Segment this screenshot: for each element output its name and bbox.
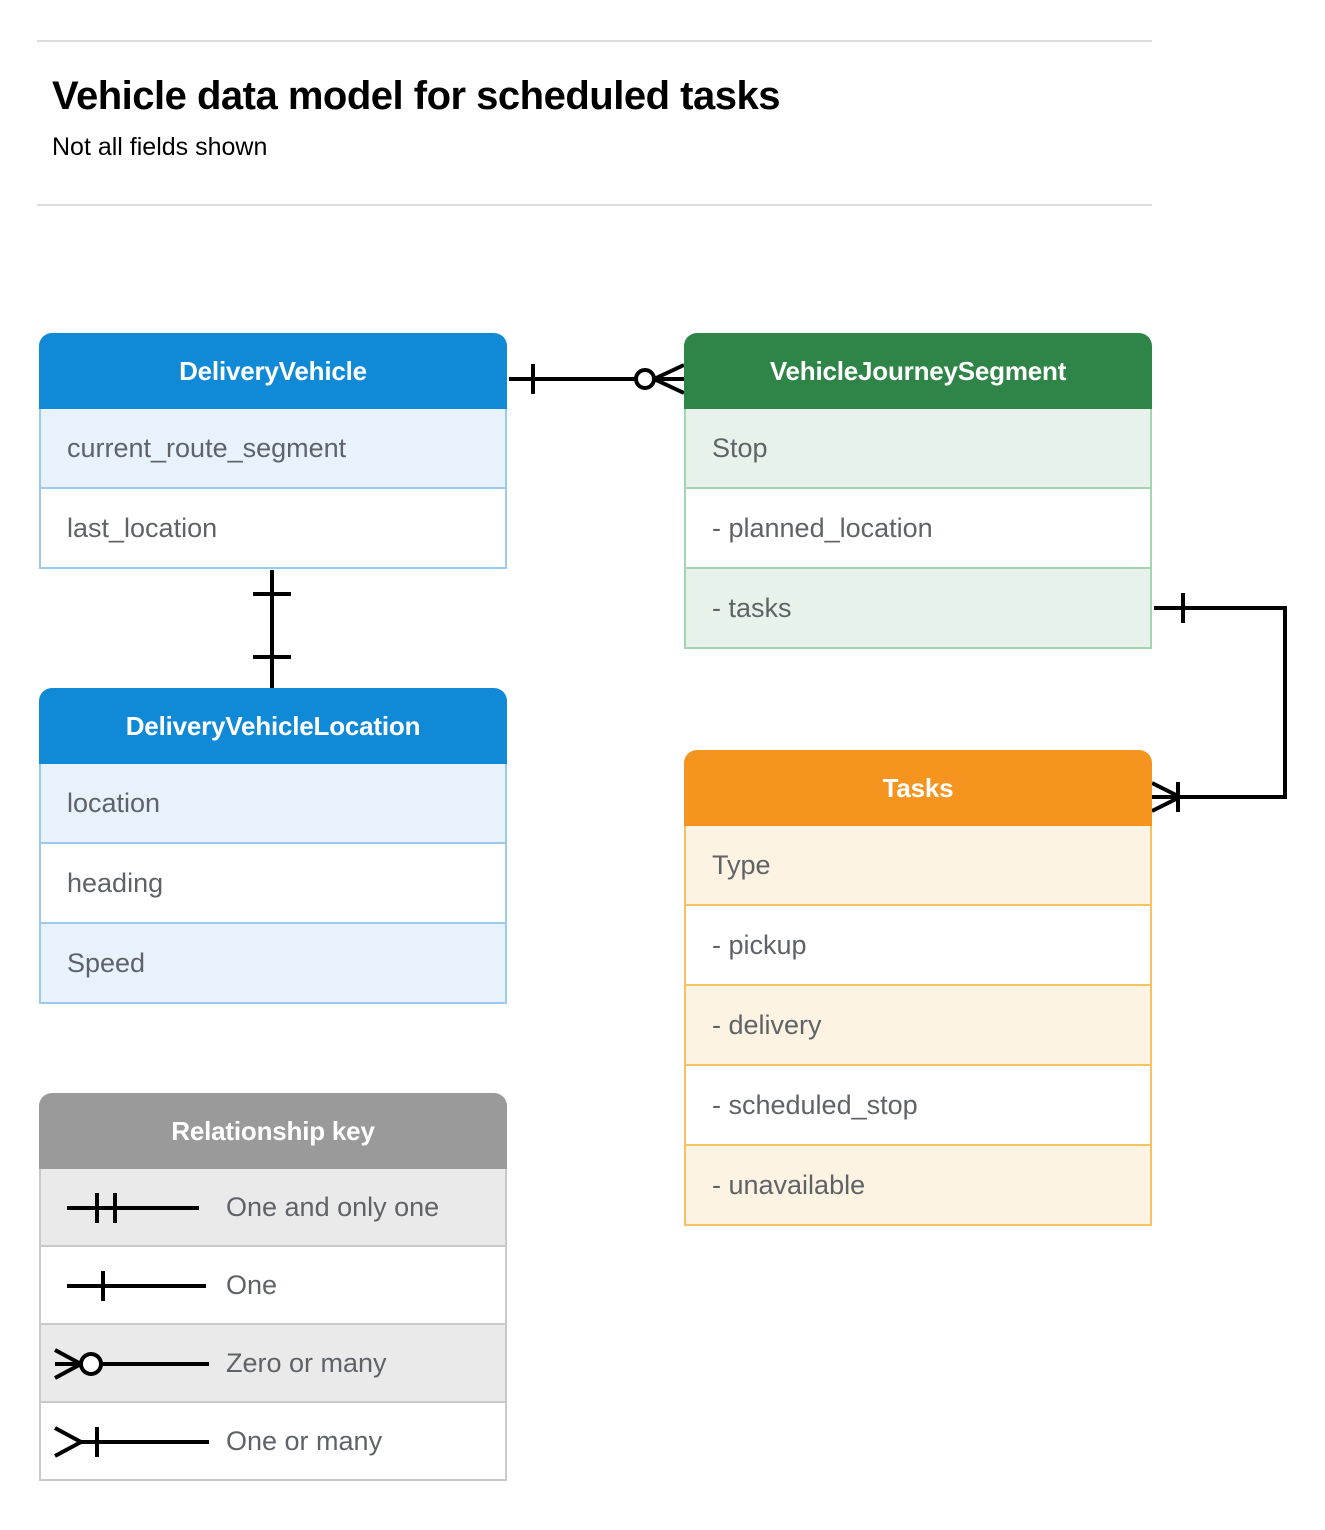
field-row-location: location	[39, 764, 507, 844]
field-row-current-route-segment: current_route_segment	[39, 409, 507, 489]
connector-vehicle-to-vehicle-location	[253, 570, 291, 690]
page-subtitle: Not all fields shown	[52, 133, 268, 161]
page-title: Vehicle data model for scheduled tasks	[52, 74, 780, 118]
one-and-only-one-icon	[41, 1169, 226, 1245]
legend-label-one-or-many: One or many	[226, 1425, 383, 1456]
field-row-speed: Speed	[39, 924, 507, 1004]
entity-vehicle-journey-segment[interactable]: VehicleJourneySegment Stop - planned_loc…	[684, 333, 1152, 649]
entity-header-delivery-vehicle: DeliveryVehicle	[39, 333, 507, 409]
field-row-last-location: last_location	[39, 489, 507, 569]
legend-row-one-or-many: One or many	[39, 1403, 507, 1481]
legend-row-one: One	[39, 1247, 507, 1325]
one-icon	[41, 1247, 226, 1323]
entity-header-tasks: Tasks	[684, 750, 1152, 826]
field-row-stop: Stop	[684, 409, 1152, 489]
legend-row-one-and-only-one: One and only one	[39, 1169, 507, 1247]
entity-delivery-vehicle-location[interactable]: DeliveryVehicleLocation location heading…	[39, 688, 507, 1004]
legend-label-one: One	[226, 1269, 278, 1300]
connector-journey-tasks-to-tasks	[1151, 593, 1287, 813]
legend-row-zero-or-many: Zero or many	[39, 1325, 507, 1403]
relationship-key-legend[interactable]: Relationship key One and only one One	[39, 1093, 507, 1481]
entity-tasks[interactable]: Tasks Type - pickup - delivery - schedul…	[684, 750, 1152, 1226]
legend-label-zero-or-many: Zero or many	[226, 1347, 387, 1378]
zero-or-many-icon	[41, 1325, 226, 1401]
field-row-unavailable: - unavailable	[684, 1146, 1152, 1226]
field-row-type: Type	[684, 826, 1152, 906]
entity-header-delivery-vehicle-location: DeliveryVehicleLocation	[39, 688, 507, 764]
field-row-heading: heading	[39, 844, 507, 924]
legend-label-one-and-only-one: One and only one	[226, 1191, 440, 1222]
field-row-tasks: - tasks	[684, 569, 1152, 649]
legend-title: Relationship key	[39, 1093, 507, 1169]
one-or-many-icon	[41, 1403, 226, 1479]
field-row-planned-location: - planned_location	[684, 489, 1152, 569]
connector-vehicle-to-journey-segment	[509, 363, 685, 395]
entity-header-vehicle-journey-segment: VehicleJourneySegment	[684, 333, 1152, 409]
field-row-pickup: - pickup	[684, 906, 1152, 986]
field-row-scheduled-stop: - scheduled_stop	[684, 1066, 1152, 1146]
entity-delivery-vehicle[interactable]: DeliveryVehicle current_route_segment la…	[39, 333, 507, 569]
header-rule-top	[37, 40, 1152, 42]
header-rule-bottom	[37, 204, 1152, 206]
field-row-delivery: - delivery	[684, 986, 1152, 1066]
